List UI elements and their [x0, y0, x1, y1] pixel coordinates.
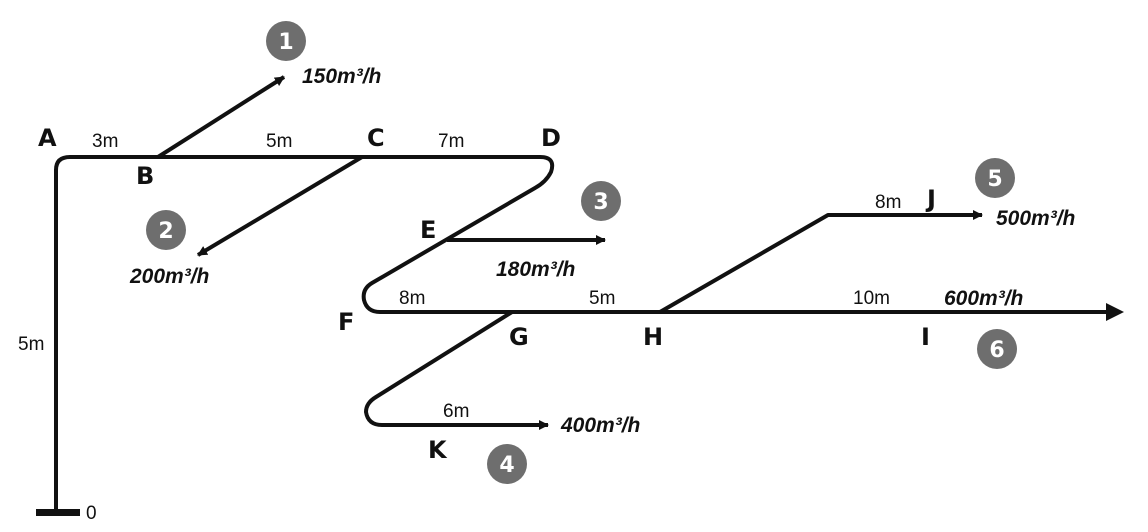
outlet-badge-2-number: 2: [158, 219, 173, 244]
flow-label-5: 500m³/h: [996, 207, 1075, 230]
outlet-badge-1-number: 1: [278, 30, 293, 55]
base-label: 0: [86, 503, 97, 524]
branch-h-outlet-5: [658, 210, 983, 314]
outlet-badge-6: 6: [977, 329, 1017, 369]
flow-label-4: 400m³/h: [560, 414, 640, 437]
outlet-badge-6-number: 6: [989, 338, 1004, 363]
flow-label-2: 200m³/h: [129, 265, 209, 288]
length-cd: 7m: [438, 131, 464, 152]
node-label-h: H: [643, 323, 663, 351]
outlet-badge-2: 2: [146, 210, 186, 250]
main-arrowhead: [1106, 303, 1124, 321]
flow-label-6: 600m³/h: [944, 287, 1023, 310]
node-label-c: C: [367, 124, 385, 152]
flow-label-3: 180m³/h: [496, 258, 575, 281]
branch-b-outlet-1: [156, 75, 286, 159]
length-hj: 8m: [875, 192, 901, 213]
outlet-badge-4: 4: [487, 444, 527, 484]
node-label-b: B: [136, 162, 154, 190]
outlet-badge-4-number: 4: [499, 453, 514, 478]
flow-label-1: 150m³/h: [302, 65, 381, 88]
main-pipe: [54, 155, 1115, 512]
branch-c-outlet-2: [196, 155, 364, 257]
node-label-k: K: [428, 436, 448, 464]
node-label-i: I: [921, 323, 930, 351]
length-vertical: 5m: [18, 334, 44, 355]
outlet-badge-3-number: 3: [593, 190, 608, 215]
length-bc: 5m: [266, 131, 292, 152]
length-gh: 5m: [589, 288, 615, 309]
node-label-e: E: [420, 216, 436, 244]
node-label-f: F: [338, 308, 354, 336]
length-hi: 10m: [853, 288, 890, 309]
outlet-badge-3: 3: [581, 181, 621, 221]
length-gk: 6m: [443, 401, 469, 422]
node-label-g: G: [509, 323, 529, 351]
outlet-badge-5: 5: [975, 158, 1015, 198]
outlet-badge-1: 1: [266, 21, 306, 61]
outlet-badge-5-number: 5: [987, 167, 1002, 192]
node-label-a: A: [38, 124, 57, 152]
base-plate: [36, 509, 80, 516]
node-label-d: D: [541, 124, 561, 152]
node-label-j: J: [925, 185, 936, 213]
length-ab: 3m: [92, 131, 118, 152]
branch-g-outlet-4: [364, 310, 549, 430]
length-fg: 8m: [399, 288, 425, 309]
